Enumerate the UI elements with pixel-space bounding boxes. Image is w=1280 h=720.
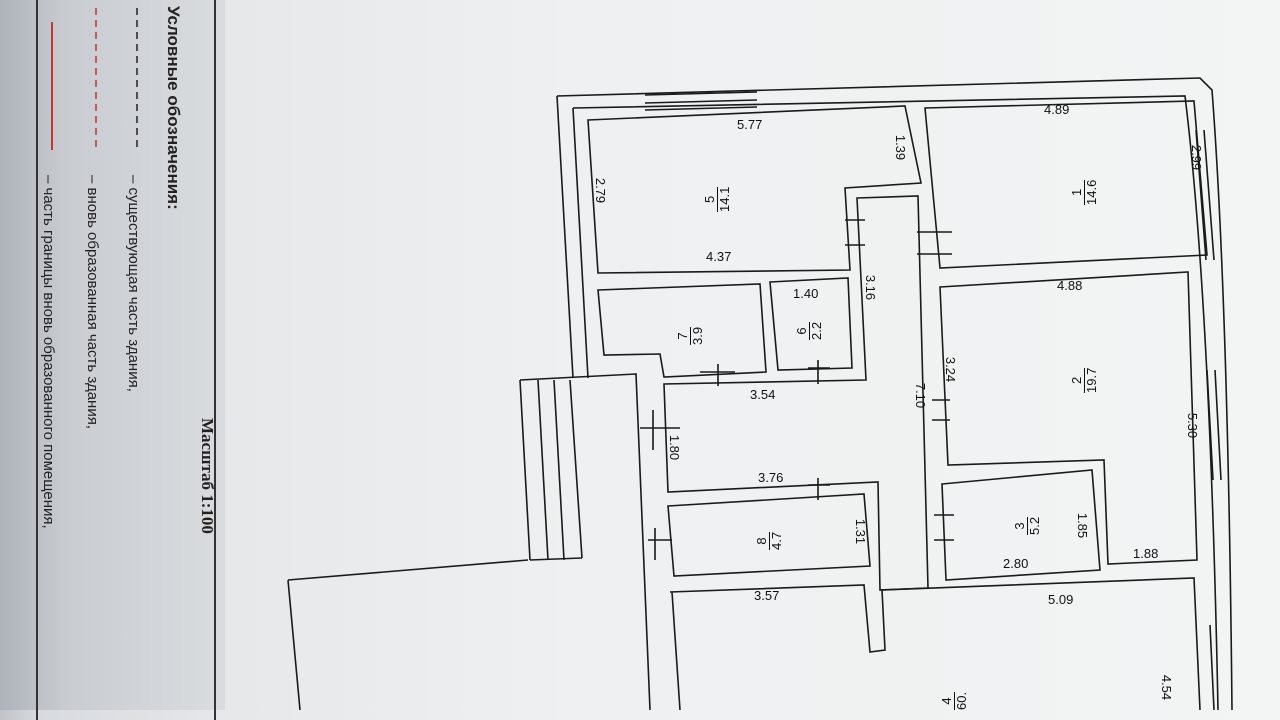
entry-steps <box>519 373 651 710</box>
dim-3-57: 3.57 <box>754 588 780 603</box>
window-right-2 <box>1206 369 1222 481</box>
room-4-outline <box>669 577 1201 710</box>
dim-3-76: 3.76 <box>758 470 784 485</box>
dim-4-54: 4.54 <box>1159 674 1175 701</box>
dim-3-16: 3.16 <box>863 274 879 301</box>
room-2-outline <box>939 271 1198 565</box>
door-ticks <box>640 219 954 560</box>
outer-wall-left-inner <box>572 107 589 379</box>
outer-wall-inner <box>572 95 1219 710</box>
room-3-outline <box>941 469 1101 581</box>
window-top <box>644 91 758 111</box>
outer-wall <box>556 77 1233 710</box>
dim-5-09: 5.09 <box>1048 592 1074 607</box>
legend-line-samples <box>51 8 138 150</box>
dim-2-80: 2.80 <box>1003 556 1029 571</box>
dim-1-39: 1.39 <box>893 134 909 161</box>
dim-3-24: 3.24 <box>943 356 959 383</box>
dim-2-99: 2.99 <box>1189 144 1205 171</box>
room-1-outline <box>924 100 1208 269</box>
dim-1-85: 1.85 <box>1075 512 1091 539</box>
dim-5-77: 5.77 <box>737 117 763 132</box>
annex-outline <box>287 559 529 710</box>
legend-border <box>36 0 216 720</box>
room-5-outline <box>587 105 922 274</box>
dim-2-79: 2.79 <box>593 177 609 204</box>
dim-5-30: 5.30 <box>1185 412 1201 439</box>
room-7-outline <box>597 283 767 378</box>
dim-3-54: 3.54 <box>750 387 776 402</box>
dim-4-89: 4.89 <box>1044 102 1070 117</box>
dim-1-88: 1.88 <box>1133 546 1159 561</box>
outer-wall-left <box>556 95 574 379</box>
room-8-outline <box>667 493 871 577</box>
window-right-3 <box>1209 624 1215 710</box>
dim-1-80: 1.80 <box>667 434 683 461</box>
dim-1-31: 1.31 <box>853 518 869 545</box>
corridor-outline <box>663 195 929 591</box>
dim-1-40: 1.40 <box>793 286 819 301</box>
room-6-outline <box>769 277 853 371</box>
dim-4-37: 4.37 <box>706 249 732 264</box>
dim-4-88: 4.88 <box>1057 278 1083 293</box>
dim-7-10: 7.10 <box>913 382 929 409</box>
